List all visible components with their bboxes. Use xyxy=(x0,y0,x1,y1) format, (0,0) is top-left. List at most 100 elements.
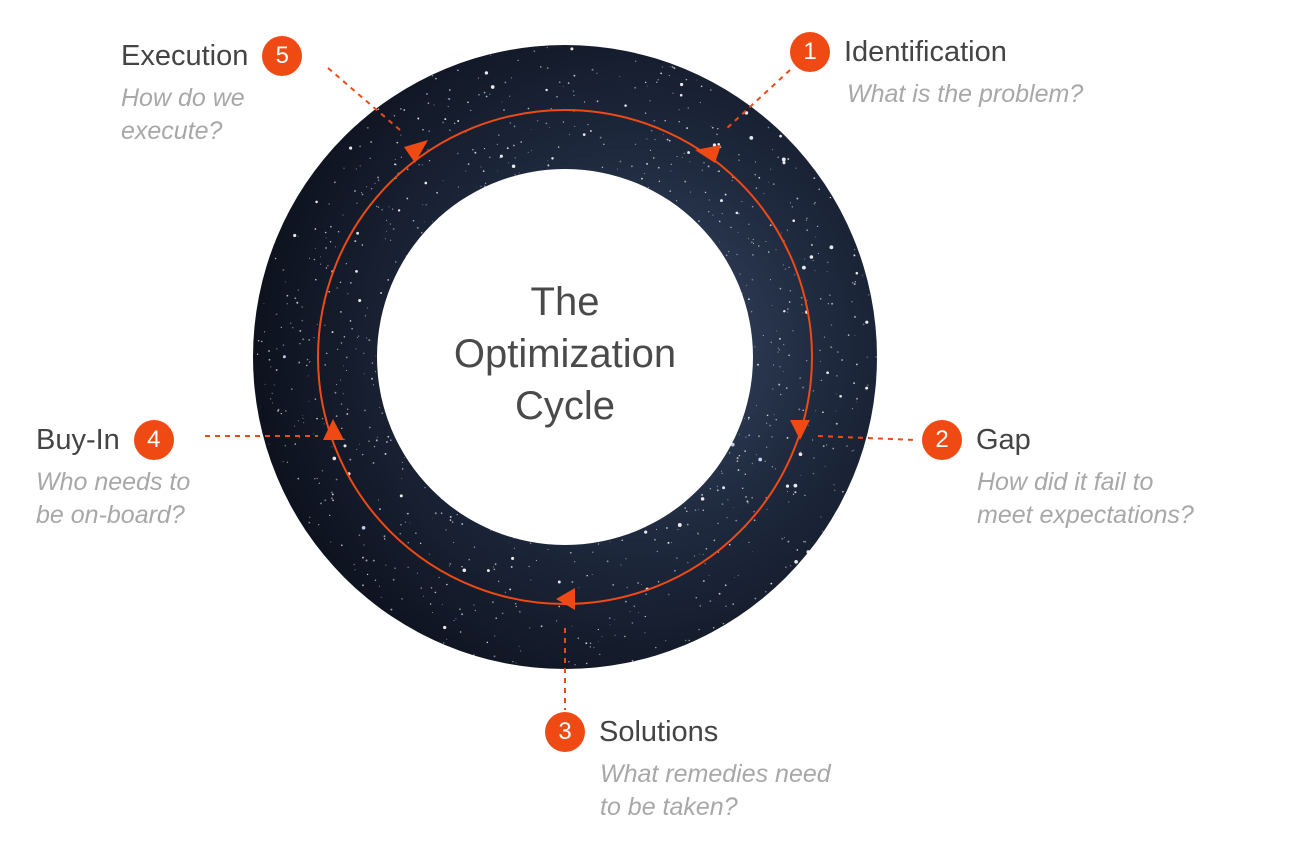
star xyxy=(722,622,725,625)
star xyxy=(457,69,459,72)
star xyxy=(789,202,791,204)
star xyxy=(294,425,296,427)
star xyxy=(703,162,705,164)
star xyxy=(644,632,646,634)
star xyxy=(332,456,337,461)
star xyxy=(660,72,662,75)
star xyxy=(422,128,424,131)
star xyxy=(483,91,486,94)
star xyxy=(557,146,560,148)
star xyxy=(687,562,689,564)
star xyxy=(547,549,549,550)
star xyxy=(404,521,407,523)
star xyxy=(343,365,345,367)
star xyxy=(340,311,342,313)
star xyxy=(331,497,333,499)
star xyxy=(406,168,409,171)
star xyxy=(686,510,688,512)
star xyxy=(599,653,601,656)
star xyxy=(351,328,353,330)
star xyxy=(781,537,784,540)
star xyxy=(299,342,301,345)
star xyxy=(387,279,390,281)
star xyxy=(343,444,347,448)
star xyxy=(710,125,712,127)
star xyxy=(813,457,815,459)
star xyxy=(428,553,430,555)
star xyxy=(754,345,756,348)
step-question-line-2: be on-board? xyxy=(36,501,185,529)
star xyxy=(730,226,732,229)
star xyxy=(422,595,425,597)
star xyxy=(826,371,829,375)
star xyxy=(800,296,803,299)
star xyxy=(474,151,477,154)
star xyxy=(366,126,369,129)
star xyxy=(817,252,820,255)
star xyxy=(335,415,338,417)
star xyxy=(733,507,735,508)
star xyxy=(272,402,273,404)
star xyxy=(574,561,576,563)
star xyxy=(306,358,309,361)
star xyxy=(663,133,664,135)
star xyxy=(427,148,429,151)
star xyxy=(630,165,633,168)
star xyxy=(349,458,352,461)
star xyxy=(389,439,392,442)
star xyxy=(750,311,753,313)
star xyxy=(778,337,781,340)
center-title-line-1: The xyxy=(530,280,600,324)
star xyxy=(683,152,685,155)
star xyxy=(356,337,358,339)
star xyxy=(473,604,475,606)
star xyxy=(558,605,561,608)
star xyxy=(527,107,530,110)
star xyxy=(676,156,678,158)
star xyxy=(512,660,514,663)
star xyxy=(370,140,373,143)
star xyxy=(329,514,331,517)
star xyxy=(665,640,667,642)
star xyxy=(704,191,707,194)
star xyxy=(767,181,769,183)
star xyxy=(738,434,741,436)
star xyxy=(494,635,496,637)
star xyxy=(383,535,386,538)
star xyxy=(449,565,451,567)
star xyxy=(754,161,757,163)
star xyxy=(511,164,516,168)
star xyxy=(815,236,817,238)
star xyxy=(488,156,491,159)
star xyxy=(649,100,651,102)
star xyxy=(802,312,804,314)
star xyxy=(803,540,805,543)
star xyxy=(826,271,828,273)
star xyxy=(328,290,331,293)
star xyxy=(433,104,435,106)
star xyxy=(507,162,510,164)
star xyxy=(319,263,321,265)
star xyxy=(301,306,303,308)
star xyxy=(330,225,332,228)
star xyxy=(717,143,720,146)
star xyxy=(815,410,817,412)
star xyxy=(577,637,580,640)
star xyxy=(855,271,859,275)
star xyxy=(796,549,799,551)
star xyxy=(358,534,361,536)
star xyxy=(368,426,371,429)
star xyxy=(736,460,739,462)
star xyxy=(354,569,356,571)
star xyxy=(394,163,396,166)
star xyxy=(735,519,738,522)
star xyxy=(375,439,378,442)
star xyxy=(325,267,328,269)
star xyxy=(647,85,649,87)
connector-2 xyxy=(817,435,916,441)
star xyxy=(442,121,444,124)
center-title-line-2: Optimization xyxy=(453,332,677,376)
star xyxy=(830,324,833,326)
star xyxy=(280,412,282,415)
star xyxy=(461,613,464,616)
